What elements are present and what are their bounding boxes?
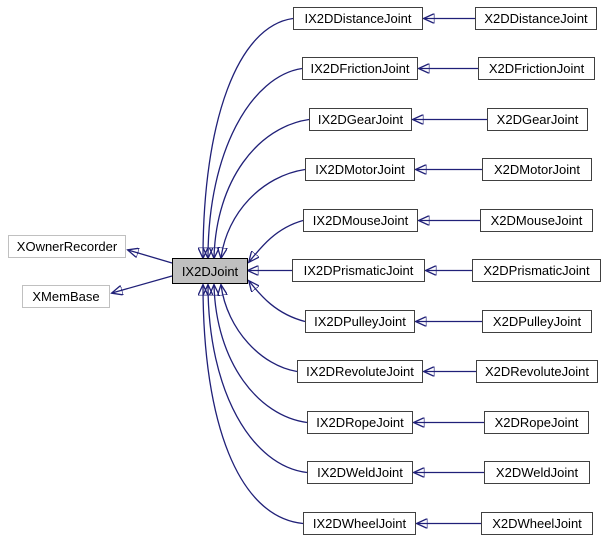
node-x2drevolutejoint[interactable]: X2DRevoluteJoint (476, 360, 598, 383)
node-ix2dfrictionjoint[interactable]: IX2DFrictionJoint (302, 57, 418, 80)
node-ix2dropejoint[interactable]: IX2DRopeJoint (307, 411, 413, 434)
edge-ix2dfrictionjoint-to-ix2djoint (208, 67, 303, 259)
node-x2dfrictionjoint[interactable]: X2DFrictionJoint (478, 57, 595, 80)
node-ix2dprismaticjoint[interactable]: IX2DPrismaticJoint (292, 259, 425, 282)
edge-ix2djoint-to-xmembase (112, 275, 173, 293)
node-x2dmousejoint[interactable]: X2DMouseJoint (480, 209, 593, 232)
node-xownerrecorder[interactable]: XOwnerRecorder (8, 235, 126, 258)
edge-ix2drevolutejoint-to-ix2djoint (221, 285, 298, 373)
node-ix2dmousejoint[interactable]: IX2DMouseJoint (303, 209, 418, 232)
node-x2dropejoint[interactable]: X2DRopeJoint (484, 411, 589, 434)
node-ix2dpulleyjoint[interactable]: IX2DPulleyJoint (305, 310, 415, 333)
node-x2dwheeljoint[interactable]: X2DWheelJoint (481, 512, 593, 535)
node-ix2ddistancejoint[interactable]: IX2DDistanceJoint (293, 7, 423, 30)
node-xmembase[interactable]: XMemBase (22, 285, 110, 308)
node-ix2dmotorjoint[interactable]: IX2DMotorJoint (305, 158, 415, 181)
edge-ix2dpulleyjoint-to-ix2djoint (249, 281, 306, 323)
node-ix2dwheeljoint[interactable]: IX2DWheelJoint (303, 512, 416, 535)
edge-ix2dwheeljoint-to-ix2djoint (203, 285, 304, 525)
node-x2dprismaticjoint[interactable]: X2DPrismaticJoint (472, 259, 601, 282)
node-x2ddistancejoint[interactable]: X2DDistanceJoint (475, 7, 597, 30)
node-x2dweldjoint[interactable]: X2DWeldJoint (484, 461, 590, 484)
node-ix2dweldjoint[interactable]: IX2DWeldJoint (307, 461, 413, 484)
edge-ix2dmousejoint-to-ix2djoint (249, 219, 304, 263)
node-ix2dgearjoint[interactable]: IX2DGearJoint (309, 108, 412, 131)
edge-ix2djoint-to-xownerrecorder (128, 250, 173, 264)
node-ix2drevolutejoint[interactable]: IX2DRevoluteJoint (297, 360, 423, 383)
node-ix2djoint-current: IX2DJoint (172, 258, 248, 284)
node-x2dmotorjoint[interactable]: X2DMotorJoint (482, 158, 592, 181)
edge-ix2ddistancejoint-to-ix2djoint (203, 17, 294, 259)
node-x2dpulleyjoint[interactable]: X2DPulleyJoint (482, 310, 592, 333)
edge-ix2dmotorjoint-to-ix2djoint (221, 168, 306, 259)
edge-ix2dropejoint-to-ix2djoint (214, 285, 308, 424)
node-x2dgearjoint[interactable]: X2DGearJoint (487, 108, 588, 131)
edge-ix2dweldjoint-to-ix2djoint (208, 285, 308, 474)
edge-ix2dgearjoint-to-ix2djoint (214, 118, 310, 259)
